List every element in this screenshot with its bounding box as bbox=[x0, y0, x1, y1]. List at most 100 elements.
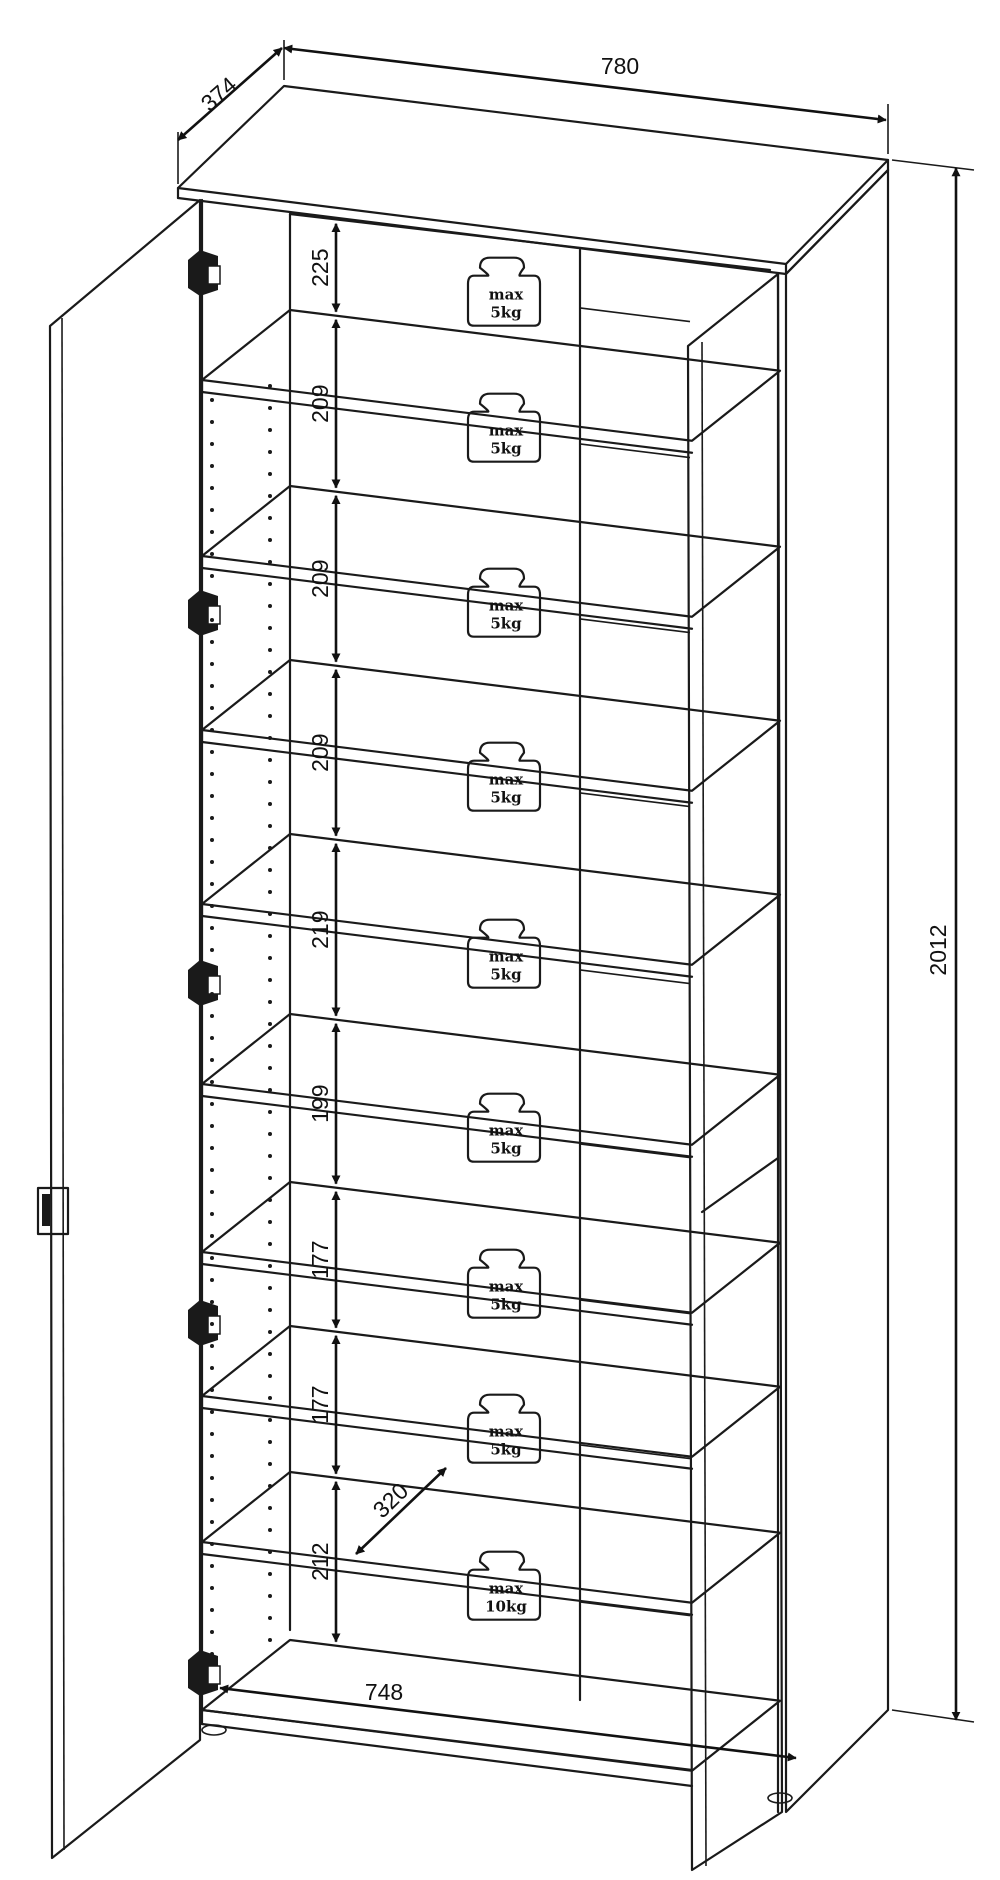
plinth bbox=[200, 1708, 793, 1804]
pin-hole bbox=[210, 1608, 214, 1612]
pin-hole bbox=[210, 596, 214, 600]
load-value: 5kg bbox=[490, 789, 522, 807]
pin-hole bbox=[268, 1308, 272, 1312]
shelves bbox=[200, 308, 782, 1772]
pin-hole bbox=[268, 780, 272, 784]
pin-hole bbox=[268, 1000, 272, 1004]
shelf bbox=[200, 658, 782, 804]
pin-hole bbox=[268, 1264, 272, 1268]
load-label: max bbox=[489, 1580, 525, 1598]
load-value: 5kg bbox=[490, 440, 522, 458]
overall-dimensions: 374 780 2012 320 748 bbox=[177, 40, 975, 1762]
shelf bbox=[200, 1470, 782, 1616]
shelf-pin-holes bbox=[210, 384, 272, 1656]
pin-hole bbox=[210, 1036, 214, 1040]
pin-hole bbox=[210, 486, 214, 490]
pin-hole bbox=[210, 1476, 214, 1480]
pin-hole bbox=[268, 1176, 272, 1180]
hinge-icon bbox=[188, 960, 221, 1006]
right-side-panel bbox=[776, 168, 890, 1814]
inner-width-dimension-line bbox=[219, 1684, 797, 1762]
right-door bbox=[686, 272, 784, 1872]
load-label: max bbox=[489, 1423, 525, 1441]
pin-hole bbox=[210, 552, 214, 556]
load-value: 5kg bbox=[490, 966, 522, 984]
back-dividers bbox=[579, 249, 691, 1676]
load-label: max bbox=[489, 286, 525, 304]
pin-hole bbox=[210, 464, 214, 468]
pin-hole bbox=[210, 794, 214, 798]
pin-hole bbox=[210, 1234, 214, 1238]
pin-hole bbox=[268, 494, 272, 498]
load-value: 5kg bbox=[490, 1296, 522, 1314]
pin-hole bbox=[210, 1300, 214, 1304]
pin-hole bbox=[210, 860, 214, 864]
pin-hole bbox=[268, 604, 272, 608]
pin-hole bbox=[210, 750, 214, 754]
pin-hole bbox=[210, 618, 214, 622]
pin-hole bbox=[210, 1146, 214, 1150]
top-panel bbox=[176, 84, 890, 276]
pin-hole bbox=[210, 398, 214, 402]
pin-hole bbox=[268, 934, 272, 938]
width-dimension-line bbox=[283, 44, 887, 124]
pin-hole bbox=[268, 406, 272, 410]
pin-hole bbox=[268, 1286, 272, 1290]
pin-hole bbox=[268, 890, 272, 894]
pin-hole bbox=[210, 420, 214, 424]
pin-hole bbox=[268, 1440, 272, 1444]
pin-hole bbox=[210, 882, 214, 886]
pin-hole bbox=[268, 714, 272, 718]
load-label: max bbox=[489, 771, 525, 789]
pin-hole bbox=[210, 508, 214, 512]
load-label: max bbox=[489, 1122, 525, 1140]
back-seam bbox=[579, 792, 691, 808]
pin-hole bbox=[210, 1080, 214, 1084]
pin-hole bbox=[268, 516, 272, 520]
load-label: max bbox=[489, 422, 525, 440]
shelf bbox=[200, 1012, 782, 1158]
pin-hole bbox=[268, 978, 272, 982]
pin-hole bbox=[268, 670, 272, 674]
hinges bbox=[188, 250, 221, 1696]
inner-depth-dimension-line bbox=[355, 1467, 447, 1555]
shelf bbox=[200, 1180, 782, 1326]
pin-hole bbox=[268, 1594, 272, 1598]
depth-dimension: 374 bbox=[196, 71, 242, 116]
pin-hole bbox=[268, 1066, 272, 1070]
pin-hole bbox=[268, 846, 272, 850]
pin-hole bbox=[210, 1520, 214, 1524]
pin-hole bbox=[210, 1542, 214, 1546]
load-label: max bbox=[489, 948, 525, 966]
gap-dimension: 209 bbox=[307, 385, 333, 423]
pin-hole bbox=[268, 868, 272, 872]
pin-hole bbox=[210, 1278, 214, 1282]
back-seam bbox=[579, 1143, 691, 1159]
pin-hole bbox=[210, 728, 214, 732]
hinge-icon bbox=[188, 1650, 221, 1696]
hinge-icon bbox=[188, 250, 221, 296]
load-value: 10kg bbox=[485, 1598, 527, 1616]
pin-hole bbox=[268, 1572, 272, 1576]
pin-hole bbox=[268, 736, 272, 740]
shelf bbox=[200, 1324, 782, 1470]
pin-hole bbox=[268, 1242, 272, 1246]
pin-hole bbox=[210, 662, 214, 666]
pin-hole bbox=[210, 1212, 214, 1216]
pin-hole bbox=[268, 692, 272, 696]
pin-hole bbox=[210, 948, 214, 952]
width-dimension: 780 bbox=[601, 53, 639, 79]
pin-hole bbox=[210, 1190, 214, 1194]
left-door bbox=[36, 198, 202, 1860]
pin-hole bbox=[268, 582, 272, 586]
inner-width-dimension: 748 bbox=[365, 1679, 403, 1705]
pin-hole bbox=[210, 1388, 214, 1392]
